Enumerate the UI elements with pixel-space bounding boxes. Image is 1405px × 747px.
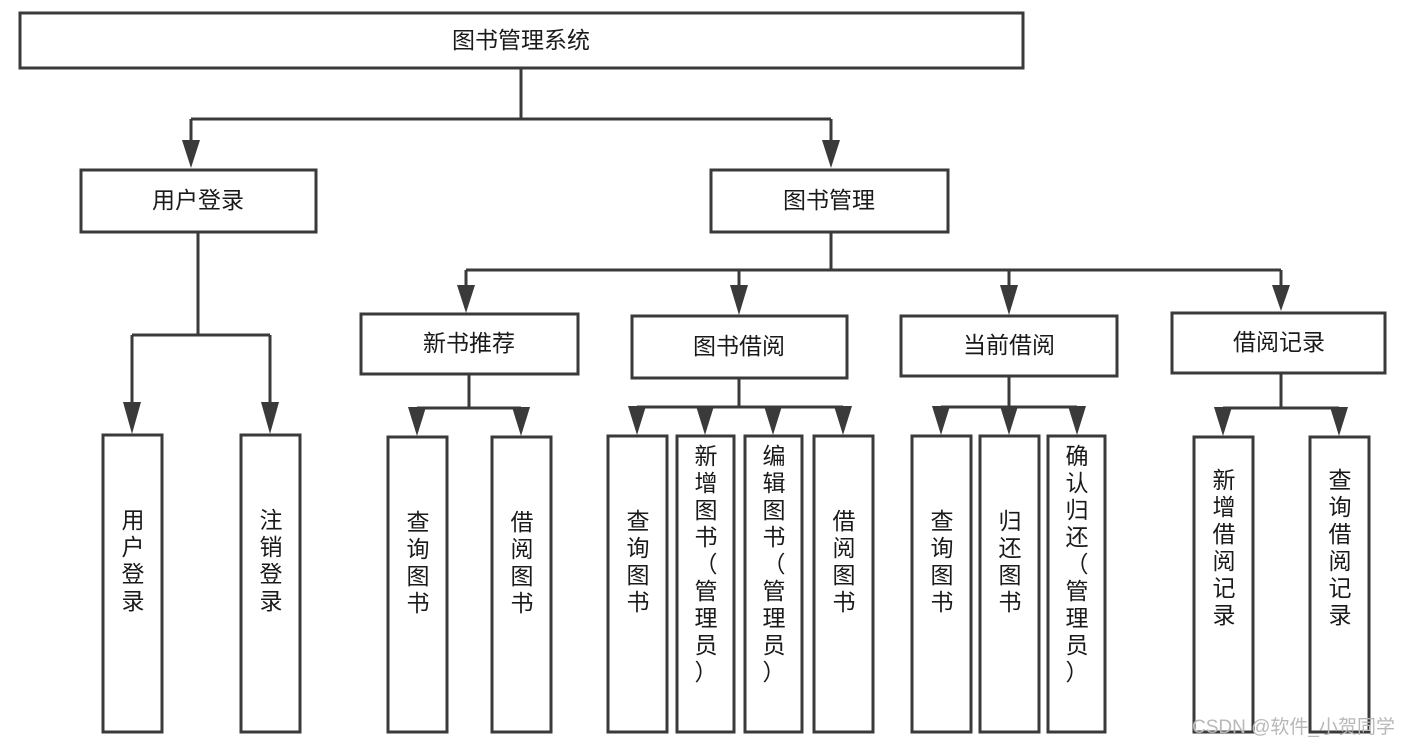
node-leaf-query-book-2[interactable]: 查询图书 (606, 434, 669, 734)
node-current-borrow-label: 当前借阅 (963, 332, 1055, 358)
arrow-head-leaf-confirm-return (1068, 406, 1086, 435)
node-leaf-edit-book[interactable]: 编辑图书（管理员） (743, 434, 804, 734)
node-leaf-query-record-label: 查询借阅记录 (1329, 467, 1352, 628)
arrow-head-leaf-query-book-2 (628, 406, 646, 435)
arrow-head-leaf-query-book-1 (408, 407, 426, 436)
arrow-head-leaf-add-record (1214, 407, 1232, 436)
node-leaf-borrow-book-2-box[interactable] (812, 434, 875, 734)
arrow-head-book-borrow (730, 285, 748, 315)
node-leaf-return-book-box[interactable] (978, 434, 1041, 734)
node-leaf-logout-login-label: 注销登录 (260, 507, 283, 614)
connector-group-new-book-recommend (408, 374, 530, 436)
node-leaf-query-book-1-label: 查询图书 (407, 509, 430, 616)
node-leaf-add-book-label: 新增图书（管理员） (695, 443, 718, 685)
connector-group-borrow-record (1214, 373, 1348, 436)
node-leaf-confirm-return-box[interactable] (1046, 434, 1107, 734)
node-book-management-label: 图书管理 (783, 187, 875, 213)
node-borrow-record[interactable]: 借阅记录 (1170, 311, 1387, 375)
node-book-management-box[interactable] (709, 168, 950, 234)
arrow-head-leaf-add-book (696, 406, 714, 435)
node-leaf-edit-book-label: 编辑图书（管理员） (763, 443, 786, 685)
connector-group-user-login (123, 232, 279, 434)
arrow-head-leaf-query-record (1330, 407, 1348, 436)
node-root-box[interactable] (18, 11, 1025, 70)
node-book-borrow-label: 图书借阅 (693, 333, 785, 359)
node-leaf-add-book-box[interactable] (675, 434, 736, 734)
csdn-watermark: CSDN @软件_小贺同学 (1192, 716, 1395, 738)
node-leaf-edit-book-box[interactable] (743, 434, 804, 734)
node-book-management[interactable]: 图书管理 (709, 168, 950, 234)
arrow-head-new-book-recommend (457, 285, 475, 313)
node-current-borrow-box[interactable] (899, 314, 1119, 378)
node-leaf-query-record[interactable]: 查询借阅记录 (1308, 435, 1371, 734)
arrow-head-leaf-logout-login (261, 402, 279, 434)
node-current-borrow[interactable]: 当前借阅 (899, 314, 1119, 378)
node-leaf-borrow-book-1[interactable]: 借阅图书 (490, 435, 553, 734)
arrow-head-leaf-user-login (123, 402, 141, 434)
node-leaf-user-login-label: 用户登录 (122, 507, 145, 614)
node-leaf-query-book-3[interactable]: 查询图书 (910, 434, 973, 734)
node-leaf-user-login[interactable]: 用户登录 (101, 433, 164, 734)
node-leaf-add-record-box[interactable] (1192, 435, 1255, 734)
node-book-borrow[interactable]: 图书借阅 (630, 314, 849, 380)
node-new-book-recommend-box[interactable] (359, 312, 580, 376)
connector-group-current-borrow (932, 375, 1086, 435)
arrow-head-leaf-edit-book (764, 406, 782, 435)
arrow-head-borrow-record (1272, 285, 1290, 311)
node-leaf-query-record-box[interactable] (1308, 435, 1371, 734)
arrow-head-user-login (182, 140, 200, 168)
node-leaf-confirm-return[interactable]: 确认归还（管理员） (1046, 434, 1107, 734)
node-borrow-record-label: 借阅记录 (1233, 329, 1325, 355)
connector-group-book-borrow (628, 378, 852, 435)
node-leaf-query-book-2-label: 查询图书 (627, 508, 650, 615)
connector-group-root (182, 68, 840, 168)
node-leaf-add-record[interactable]: 新增借阅记录 (1192, 435, 1255, 734)
node-leaf-query-book-1[interactable]: 查询图书 (386, 435, 449, 734)
node-new-book-recommend[interactable]: 新书推荐 (359, 312, 580, 376)
arrow-head-leaf-borrow-book-1 (512, 407, 530, 436)
arrow-head-current-borrow (1000, 285, 1018, 315)
node-leaf-add-record-label: 新增借阅记录 (1213, 467, 1236, 628)
node-leaf-add-book[interactable]: 新增图书（管理员） (675, 434, 736, 734)
node-user-login-box[interactable] (79, 168, 318, 234)
node-root-label: 图书管理系统 (452, 27, 590, 53)
node-leaf-user-login-box[interactable] (101, 433, 164, 734)
node-leaf-borrow-book-1-box[interactable] (490, 435, 553, 734)
node-new-book-recommend-label: 新书推荐 (423, 330, 515, 356)
node-user-login-label: 用户登录 (152, 187, 244, 213)
node-book-borrow-box[interactable] (630, 314, 849, 380)
node-leaf-query-book-1-box[interactable] (386, 435, 449, 734)
node-leaf-return-book-label: 归还图书 (999, 508, 1022, 615)
arrow-head-leaf-borrow-book-2 (834, 406, 852, 435)
arrow-head-book-management (822, 140, 840, 168)
node-leaf-borrow-book-1-label: 借阅图书 (511, 509, 534, 616)
node-leaf-query-book-3-box[interactable] (910, 434, 973, 734)
node-leaf-borrow-book-2-label: 借阅图书 (833, 508, 856, 615)
node-leaf-logout-login[interactable]: 注销登录 (239, 433, 302, 734)
node-leaf-query-book-2-box[interactable] (606, 434, 669, 734)
node-borrow-record-box[interactable] (1170, 311, 1387, 375)
node-leaf-query-book-3-label: 查询图书 (931, 508, 954, 615)
arrow-head-leaf-return-book (1000, 406, 1018, 435)
node-root[interactable]: 图书管理系统 (18, 11, 1025, 70)
arrow-head-leaf-query-book-3 (932, 406, 950, 435)
node-leaf-return-book[interactable]: 归还图书 (978, 434, 1041, 734)
node-leaf-borrow-book-2[interactable]: 借阅图书 (812, 434, 875, 734)
node-leaf-confirm-return-label: 确认归还（管理员） (1066, 443, 1089, 685)
node-user-login[interactable]: 用户登录 (79, 168, 318, 234)
node-leaf-logout-login-box[interactable] (239, 433, 302, 734)
connector-group-book-management (457, 232, 1290, 315)
